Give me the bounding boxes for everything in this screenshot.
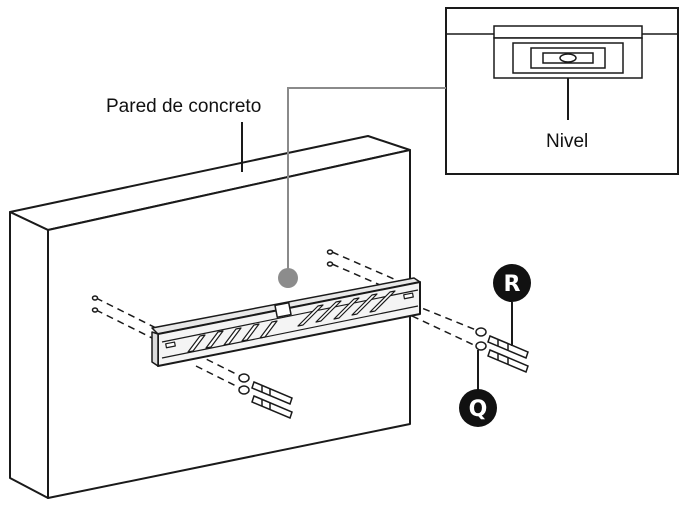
- badge-r-label: R: [504, 272, 521, 297]
- screw-group-right: [475, 327, 529, 374]
- bracket-center-clip: [274, 302, 292, 318]
- washer-icon: [238, 385, 250, 395]
- washer-icon: [475, 327, 487, 337]
- inset-bracket-top: [493, 25, 643, 39]
- spirit-level-icon: [493, 37, 643, 79]
- washer-icon: [238, 373, 250, 383]
- level-inset: Nivel: [445, 7, 679, 175]
- badge-q-label: Q: [469, 397, 488, 422]
- wall-label: Pared de concreto: [106, 96, 261, 117]
- wall-side-face: [9, 211, 49, 499]
- badge-q-circle: [459, 389, 497, 427]
- inset-connector-line: [287, 87, 446, 270]
- wall-holes: [91, 249, 334, 313]
- wall-bracket: [151, 277, 421, 367]
- bracket-bottom-rail: [151, 331, 159, 367]
- level-position-marker: [278, 268, 298, 288]
- badge-r-circle: [493, 264, 531, 302]
- alignment-guides: [95, 251, 477, 389]
- level-label: Nivel: [546, 131, 588, 152]
- washer-icon: [475, 341, 487, 351]
- anchor-group-left: [238, 373, 293, 420]
